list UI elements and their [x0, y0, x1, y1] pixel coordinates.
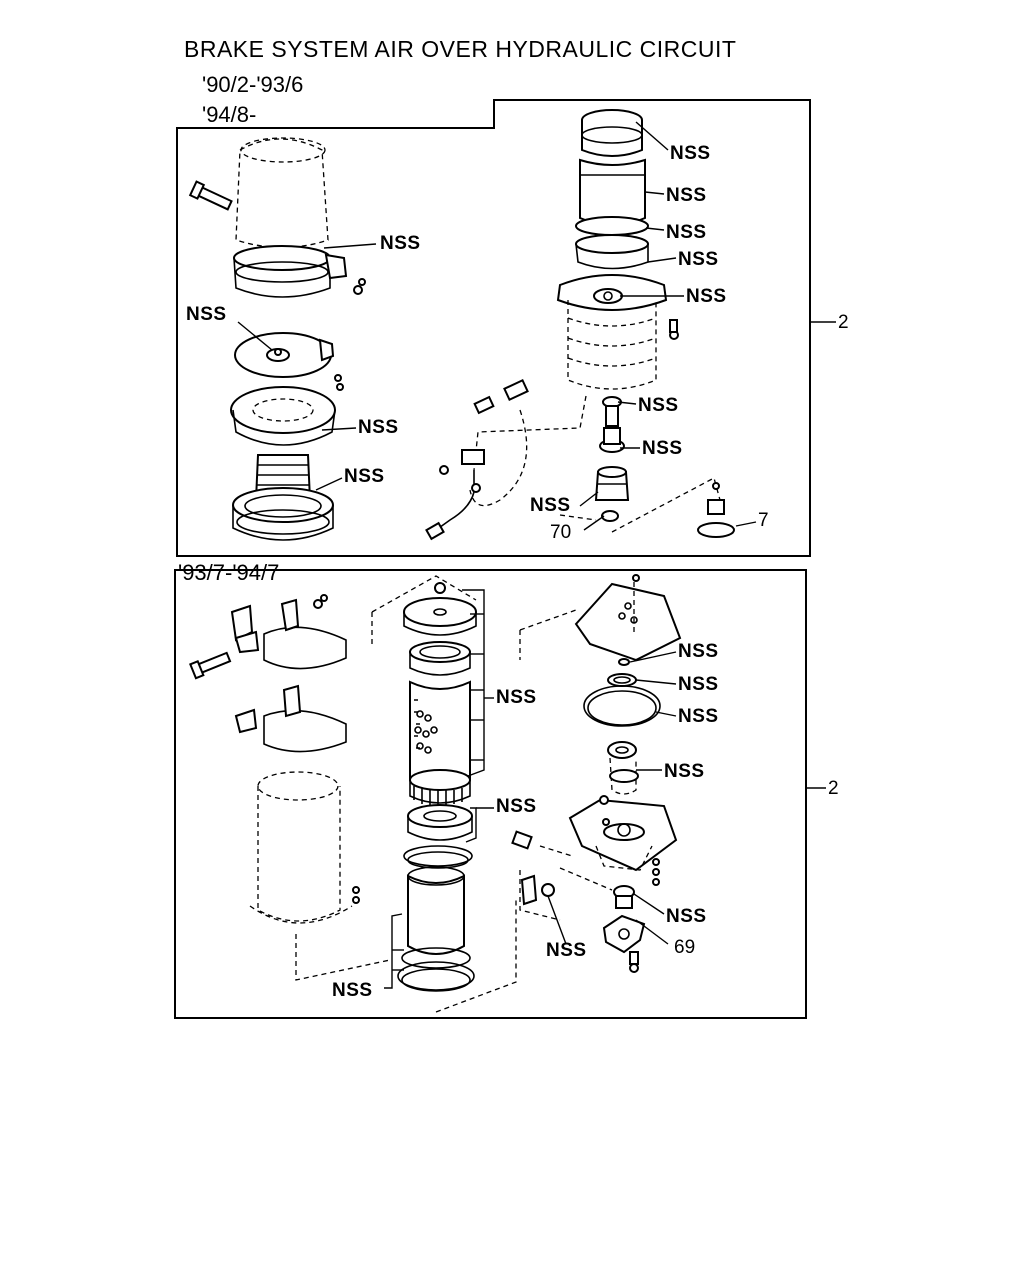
- lower-range: '93/7-'94/7: [178, 560, 280, 585]
- callout-nss-upper-right-7: NSS: [642, 438, 683, 459]
- callout-nss-lower-center-3: NSS: [332, 980, 373, 1001]
- callout-part-70: 70: [550, 522, 572, 543]
- lower-left-assembly: [189, 594, 391, 981]
- callout-nss-upper-right-1: NSS: [670, 143, 711, 164]
- callout-nss-lower-right-2: NSS: [678, 674, 719, 695]
- callout-nss-lower-center-2: NSS: [496, 796, 537, 817]
- callout-nss-upper-left-4: NSS: [344, 466, 385, 487]
- callout-nss-lower-right-1: NSS: [678, 641, 719, 662]
- callout-nss-upper-left-3: NSS: [358, 417, 399, 438]
- upper-section-frame: [176, 99, 811, 557]
- upper-range-1: '90/2-'93/6: [202, 72, 304, 97]
- callout-nss-upper-left-2: NSS: [186, 304, 227, 325]
- callout-nss-lower-center-1: NSS: [496, 687, 537, 708]
- callout-nss-upper-left-1: NSS: [380, 233, 421, 254]
- callout-nss-upper-right-4: NSS: [678, 249, 719, 270]
- callout-nss-upper-right-2: NSS: [666, 185, 707, 206]
- callout-nss-lower-right-3: NSS: [678, 706, 719, 727]
- callout-nss-lower-right-4: NSS: [664, 761, 705, 782]
- lower-right-assembly: [511, 574, 682, 973]
- callout-part-69: 69: [674, 937, 696, 958]
- callout-nss-upper-right-8: NSS: [530, 495, 571, 516]
- callout-nss-lower-right-5: NSS: [666, 906, 707, 927]
- upper-left-assembly: [188, 137, 366, 541]
- callout-part-7: 7: [758, 510, 769, 531]
- page-title: BRAKE SYSTEM AIR OVER HYDRAULIC CIRCUIT: [184, 36, 737, 62]
- lower-section-frame: [174, 569, 807, 1019]
- callout-nss-lower-right-6: NSS: [546, 940, 587, 961]
- lower-center-assembly: [371, 575, 517, 1013]
- callout-nss-upper-right-6: NSS: [638, 395, 679, 416]
- callout-nss-upper-right-5: NSS: [686, 286, 727, 307]
- upper-ref-number: 2: [838, 312, 849, 333]
- callout-nss-upper-right-3: NSS: [666, 222, 707, 243]
- upper-right-assembly: [425, 109, 735, 541]
- lower-ref-number: 2: [828, 778, 839, 799]
- upper-range-2: '94/8-: [202, 102, 257, 127]
